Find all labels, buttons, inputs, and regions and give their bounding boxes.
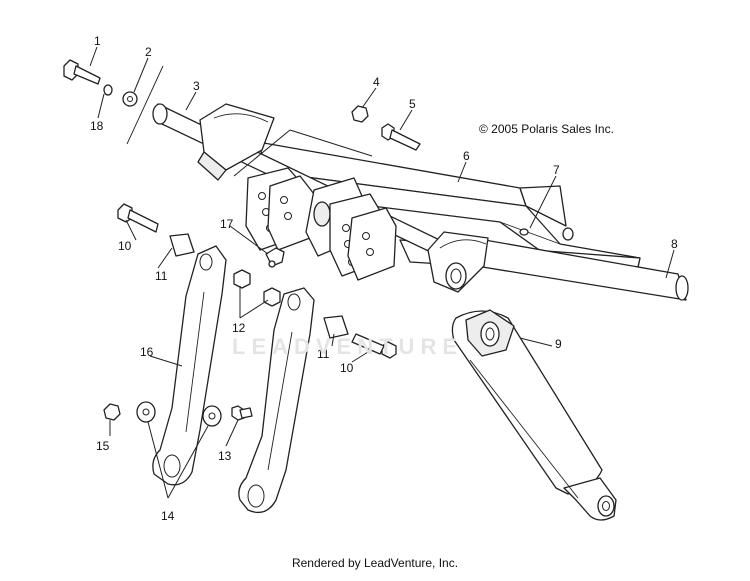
callout-5: 5 xyxy=(409,97,416,111)
callout-11b: 11 xyxy=(317,347,330,361)
part-12-nut-a xyxy=(233,269,251,289)
callout-7: 7 xyxy=(553,163,560,177)
callout-16: 16 xyxy=(140,345,154,359)
callout-18: 18 xyxy=(90,119,104,133)
part-10-bolt-left xyxy=(117,203,159,233)
part-8-rear-shaft xyxy=(427,231,689,301)
callout-15: 15 xyxy=(96,439,110,453)
part-16-link-arm-left xyxy=(152,245,227,486)
part-11-bushing-left xyxy=(169,233,195,257)
callout-10a: 10 xyxy=(118,239,132,253)
callout-13: 13 xyxy=(218,449,232,463)
callout-6: 6 xyxy=(463,149,470,163)
part-5-bolt xyxy=(381,123,421,151)
callout-14: 14 xyxy=(161,509,175,523)
callout-11a: 11 xyxy=(155,269,168,283)
callout-8: 8 xyxy=(671,237,678,251)
part-11-bushing-right xyxy=(323,315,349,339)
callout-2: 2 xyxy=(145,45,152,59)
copyright-notice: © 2005 Polaris Sales Inc. xyxy=(479,122,614,136)
callout-9: 9 xyxy=(555,337,562,351)
part-9-shock xyxy=(451,309,617,521)
leader-lines xyxy=(89,46,675,499)
part-4-nut xyxy=(351,105,369,123)
callout-3: 3 xyxy=(193,79,200,93)
part-10-bolt-right xyxy=(351,333,397,359)
footer-credit: Rendered by LeadVenture, Inc. xyxy=(291,556,459,570)
callout-10b: 10 xyxy=(340,361,354,375)
part-1-bolt xyxy=(63,59,101,85)
part-17-fitting xyxy=(265,247,285,268)
center-plates xyxy=(245,167,397,281)
part-13-bolt xyxy=(231,405,253,421)
callout-17: 17 xyxy=(220,217,234,231)
part-15-nut xyxy=(103,403,121,421)
watermark: LEADVENTURE xyxy=(232,334,464,359)
link-arm-right xyxy=(238,287,315,514)
separator-line xyxy=(126,65,164,145)
callout-1: 1 xyxy=(94,34,101,48)
part-12-nut-b xyxy=(263,287,281,307)
callout-4: 4 xyxy=(373,75,380,89)
part-18-washer xyxy=(103,84,113,96)
part-7-fitting xyxy=(519,227,574,241)
callouts: 1 2 3 4 5 6 7 8 9 10 10 11 11 12 13 14 1… xyxy=(90,34,678,523)
callout-12: 12 xyxy=(232,321,246,335)
